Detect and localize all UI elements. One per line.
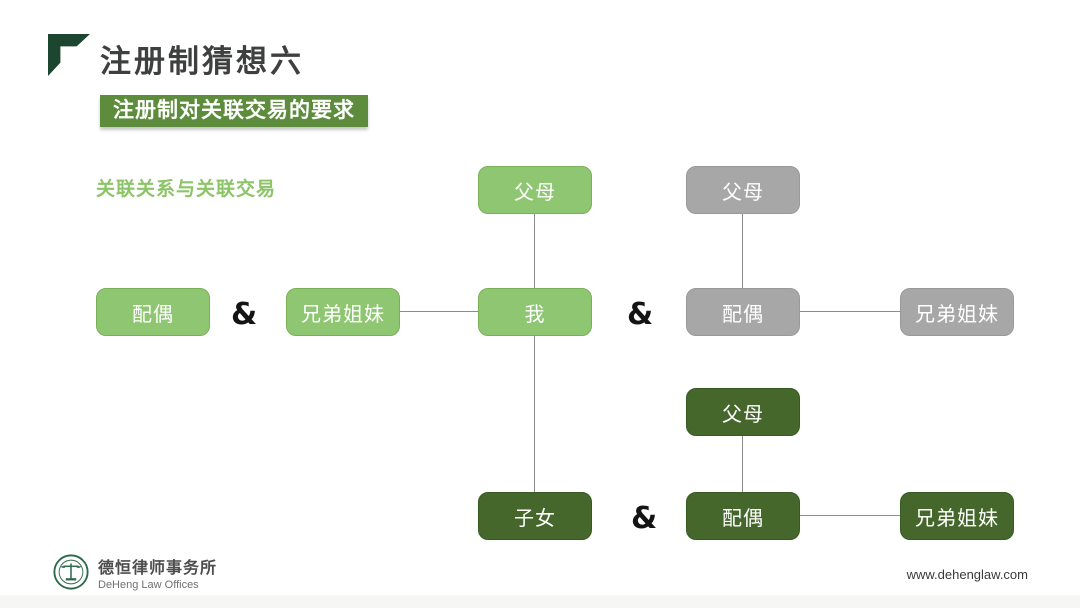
subtitle-banner: 注册制对关联交易的要求	[100, 95, 368, 127]
ampersand-left: &	[231, 297, 258, 332]
diagram-node-me-light: 我	[478, 288, 592, 336]
section-label: 关联关系与关联交易	[96, 179, 277, 200]
deheng-logo-icon	[53, 554, 89, 590]
ampersand-middle: &	[627, 297, 654, 332]
connector-parents-me	[534, 214, 535, 288]
diagram-node-parents-gray: 父母	[686, 166, 800, 214]
firm-logo-block: 德恒律师事务所 DeHeng Law Offices	[52, 553, 217, 591]
connector-me-children	[534, 336, 535, 492]
diagram-node-spouse-light: 配偶	[96, 288, 210, 336]
connector-gray-spouse-siblings	[800, 311, 900, 312]
diagram-node-siblings-dark: 兄弟姐妹	[900, 492, 1014, 540]
firm-name-block: 德恒律师事务所 DeHeng Law Offices	[98, 554, 217, 591]
connector-dark-spouse-siblings	[800, 515, 900, 516]
firm-name-en: DeHeng Law Offices	[98, 578, 199, 591]
diagram-node-parents-light: 父母	[478, 166, 592, 214]
connector-siblings-me	[400, 311, 478, 312]
diagram-node-siblings-light: 兄弟姐妹	[286, 288, 400, 336]
connector-gray-parents-spouse	[742, 214, 743, 288]
diagram-node-spouse-dark: 配偶	[686, 492, 800, 540]
firm-name-cn: 德恒律师事务所	[98, 559, 218, 577]
bottom-strip	[0, 595, 1080, 608]
diagram-node-parents-dark: 父母	[686, 388, 800, 436]
diagram-node-children-dark: 子女	[478, 492, 592, 540]
ampersand-bottom: &	[631, 501, 658, 536]
corner-accent-icon	[48, 34, 90, 76]
page-title: 注册制猜想六	[100, 44, 304, 79]
connector-dark-parents-spouse	[742, 436, 743, 492]
diagram-node-spouse-gray: 配偶	[686, 288, 800, 336]
website-url: www.dehenglaw.com	[906, 567, 1028, 582]
diagram-node-siblings-gray: 兄弟姐妹	[900, 288, 1014, 336]
